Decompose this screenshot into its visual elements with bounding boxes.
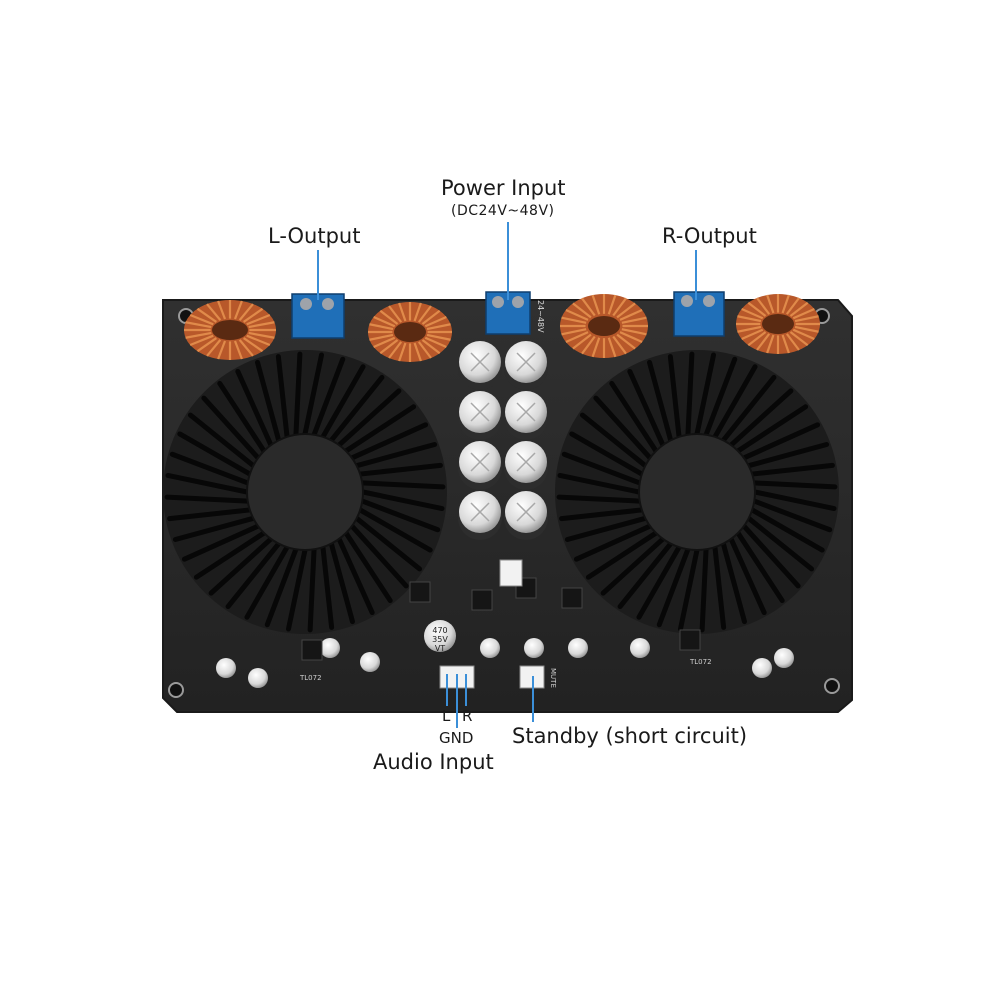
input-cap: 470 35V VT (424, 620, 456, 653)
audio-pin-r-label: R (462, 707, 473, 725)
silk-mute: MUTE (549, 668, 557, 688)
svg-text:VT: VT (435, 644, 445, 653)
terminal-r-output (673, 291, 725, 337)
silk-power-rating: 24~48V (536, 300, 545, 333)
audio-pin-gnd-label: GND (439, 729, 474, 747)
power-connector-small (499, 559, 523, 587)
mount-hole (824, 678, 840, 694)
power-spec-label: (DC24V~48V) (451, 203, 555, 219)
svg-text:35V: 35V (432, 635, 448, 644)
silk-chip-right: TL072 (689, 658, 712, 666)
mount-hole (168, 682, 184, 698)
audio-input-label: Audio Input (373, 750, 494, 774)
heatsink-right (555, 350, 839, 634)
r-output-label: R-Output (662, 224, 757, 248)
svg-text:470: 470 (432, 626, 447, 635)
silk-chip-left: TL072 (299, 674, 322, 682)
audio-pin-l-label: L (442, 707, 451, 725)
standby-label: Standby (short circuit) (512, 724, 748, 748)
power-input-label: Power Input (441, 176, 566, 200)
capacitor-bank (458, 341, 548, 540)
l-output-label: L-Output (268, 224, 361, 248)
terminal-l-output (291, 293, 345, 339)
heatsink-left (163, 350, 447, 634)
